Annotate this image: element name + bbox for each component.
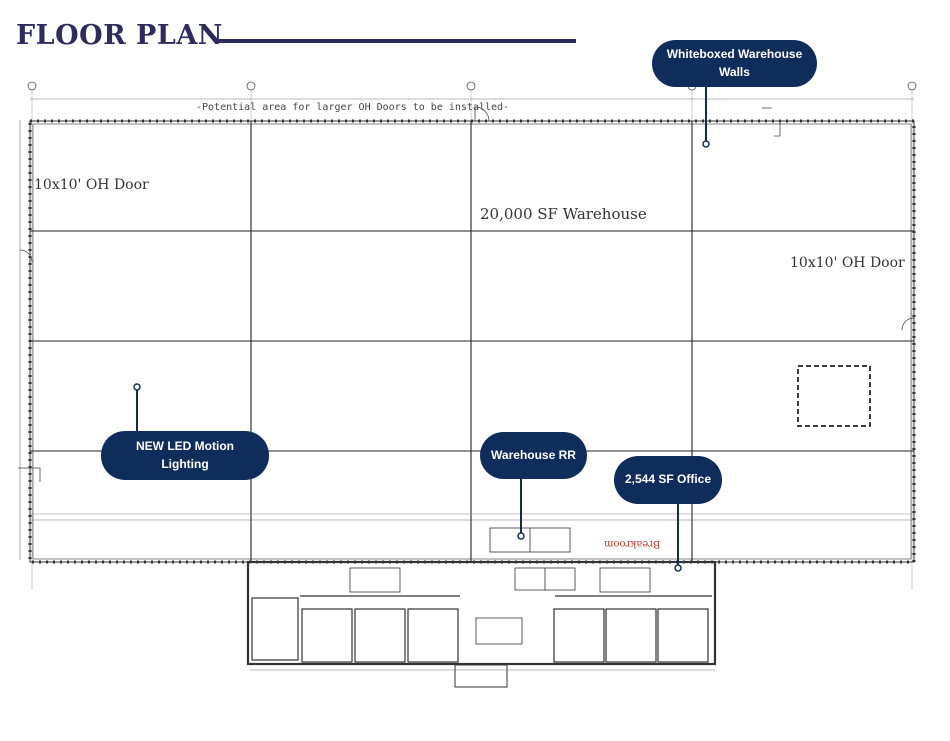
door-symbols xyxy=(18,106,915,482)
title-rule xyxy=(218,39,576,43)
dimension-lines xyxy=(19,98,914,671)
callout-warehouse-walls: Whiteboxed Warehouse Walls xyxy=(652,40,817,87)
callout-warehouse-restroom: Warehouse RR xyxy=(480,432,587,479)
office-block xyxy=(246,560,717,688)
callout-led-lighting: NEW LED Motion Lighting xyxy=(101,431,269,480)
restroom-core xyxy=(489,527,576,591)
page-title: FLOOR PLAN xyxy=(16,20,223,51)
breakroom-label: Breakroom xyxy=(604,538,661,549)
callout-office-area: 2,544 SF Office xyxy=(614,456,722,504)
oh-door-right-label: 10x10' OH Door xyxy=(790,255,905,271)
grid-lines xyxy=(31,90,913,590)
oh-door-left-label: 10x10' OH Door xyxy=(34,177,149,193)
oh-door-area xyxy=(797,365,871,427)
structural-grid xyxy=(30,121,914,562)
warehouse-area-label: 20,000 SF Warehouse xyxy=(480,205,647,223)
callout-leaders xyxy=(133,86,710,572)
oh-doors-note: -Potential area for larger OH Doors to b… xyxy=(196,102,510,113)
